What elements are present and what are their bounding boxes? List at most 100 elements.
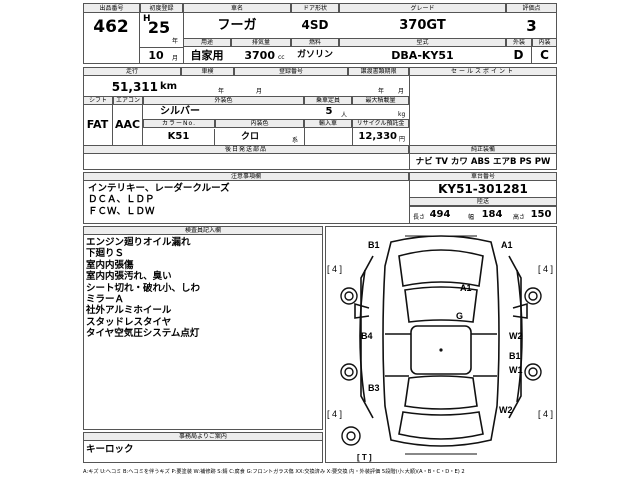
- mileage-value: 51,311: [111, 80, 158, 94]
- width-label: 幅: [468, 214, 475, 221]
- mark-b1-top-left: B1: [368, 240, 380, 250]
- fuel-label: 燃料: [291, 38, 339, 47]
- mark-w1-right: W1: [509, 365, 523, 375]
- grade-value: 370GT: [399, 18, 446, 33]
- width-value: 184: [481, 209, 503, 220]
- usage-value: 自家用: [190, 49, 224, 62]
- tyre-mark-front-right: [ 4 ]: [538, 264, 554, 274]
- office-frame: [83, 432, 323, 463]
- displacement-label: 排気量: [231, 38, 291, 47]
- lot-no-value: 462: [83, 13, 140, 64]
- max-load-unit: kg: [398, 111, 406, 118]
- import-label: 輸入車: [304, 119, 352, 128]
- mark-w2-bottom-right: W2: [499, 405, 513, 415]
- office-note: キーロック: [86, 444, 134, 455]
- int-color-value: クロ: [240, 132, 259, 142]
- equipment-value: ナビ TV カワ ABS エアB PS PW: [415, 157, 551, 167]
- inspection-item: 室内内張傷: [86, 259, 134, 271]
- sales-point-label: セールスポイント: [409, 67, 557, 76]
- height-label: 高さ: [513, 214, 526, 221]
- equipment-label: 純正装備: [409, 145, 557, 154]
- mark-a1-center: A1: [460, 283, 472, 293]
- shift-value: FAT: [83, 105, 113, 145]
- max-load-label: 最大積載量: [352, 96, 409, 105]
- car-name-value: フーガ: [217, 18, 257, 33]
- inspection-item: シート切れ・破れ小、しわ: [86, 282, 201, 294]
- inspection-label: 車検: [181, 67, 234, 76]
- interior-score: C: [540, 48, 549, 62]
- month-unit: 月: [172, 55, 179, 62]
- inspection-items: エンジン廻りオイル漏れ 下廻りＳ 室内内張傷 室内内張汚れ、臭い シート切れ・破…: [86, 237, 200, 340]
- tyre-mark-front-left: [ 4 ]: [327, 264, 343, 274]
- reg-no-label: 登録番号: [234, 67, 348, 76]
- int-color-label: 内装色: [215, 119, 304, 128]
- model-type-value: DBA-KY51: [391, 49, 454, 62]
- notices-list: インテリキー、レーダークルーズ ＤＣＡ、ＬＤＰ ＦＣＷ、ＬＤＷ: [88, 183, 230, 217]
- grade-label: グレード: [339, 3, 506, 13]
- inspection-month-unit: 月: [256, 88, 263, 95]
- inspection-item: 社外アルミホイール: [86, 305, 172, 317]
- mark-t-bottom: [ T ]: [357, 453, 372, 462]
- inspection-year-unit: 年: [218, 88, 225, 95]
- aircon-value: AAC: [113, 105, 143, 145]
- transfer-deadline-label: 譲渡書類期限: [348, 67, 409, 76]
- displacement-unit: cc: [278, 54, 285, 61]
- length-label: 長さ: [413, 214, 426, 221]
- interior-label: 内装: [532, 38, 557, 47]
- exterior-score: D: [506, 47, 532, 64]
- inspection-item: ミラーＡ: [86, 294, 125, 306]
- car-name-label: 車名: [183, 3, 291, 13]
- model-type-label: 型式: [339, 38, 506, 47]
- inspection-item: スタッドレスタイヤ: [86, 316, 172, 328]
- fuel-value: ガソリン: [296, 50, 333, 60]
- inspection-label: 検査員記入欄: [83, 226, 323, 235]
- int-color-unit: 系: [292, 137, 299, 144]
- notice-line: ＤＣＡ、ＬＤＰ: [88, 194, 155, 206]
- displacement-value: 3700: [244, 49, 275, 62]
- tyre-mark-rear-right: [ 4 ]: [538, 409, 554, 419]
- deadline-year-unit: 年: [378, 88, 385, 95]
- exterior-label: 外装: [506, 38, 532, 47]
- mileage-label: 走行: [83, 67, 181, 76]
- chassis-value: KY51-301281: [438, 182, 528, 196]
- capacity-label: 乗車定員: [304, 96, 352, 105]
- year-unit: 年: [172, 38, 179, 45]
- mark-a1-top-right: A1: [501, 240, 513, 250]
- mark-g-center: G: [456, 311, 464, 321]
- diagram-frame: [325, 226, 557, 463]
- inspection-item: 下廻りＳ: [86, 248, 125, 260]
- deadline-month-unit: 月: [398, 88, 405, 95]
- notices-label: 注意事項欄: [83, 172, 409, 181]
- aircon-label: エアコン: [113, 96, 143, 105]
- inspection-item: エンジン廻りオイル漏れ: [86, 237, 191, 248]
- inspection-item: タイヤ空気圧システム点灯: [86, 328, 200, 340]
- color-no-label: カラーNo.: [143, 119, 215, 128]
- notice-line: インテリキー、レーダークルーズ: [88, 183, 230, 194]
- office-note-text: キーロック: [86, 444, 134, 455]
- recycle-label: リサイクル預託金: [352, 119, 409, 128]
- capacity-value: 5: [325, 106, 333, 117]
- later-parts-label: 後日発送部品: [83, 145, 409, 154]
- ext-color-value: シルバー: [160, 106, 200, 117]
- era-value: H: [143, 14, 151, 24]
- car-diagram: [340, 235, 542, 455]
- mark-b4-left: B4: [361, 331, 373, 341]
- shift-label: シフト: [83, 96, 113, 105]
- door-value: 4SD: [301, 18, 329, 32]
- mark-b3-left: B3: [368, 383, 380, 393]
- color-no-value: K51: [143, 129, 215, 145]
- chassis-label: 車台番号: [409, 172, 557, 181]
- transport-label: 陸送: [409, 197, 557, 206]
- month-value: 10: [148, 49, 164, 62]
- height-value: 150: [530, 209, 552, 220]
- legend-text: A:キズ U:ヘコミ B:ヘコミを伴うキズ P:要塗装 W:補修跡 S:錆 C:…: [83, 469, 465, 475]
- ext-color-label: 外装色: [143, 96, 304, 105]
- first-reg-label: 初度登録: [140, 3, 183, 13]
- year-value: 25: [147, 18, 171, 37]
- inspection-item: 室内内張汚れ、臭い: [86, 271, 172, 283]
- recycle-unit: 円: [399, 136, 406, 143]
- recycle-value: 12,330: [358, 131, 397, 142]
- tyre-mark-rear-left: [ 4 ]: [327, 409, 343, 419]
- score-label: 評価点: [506, 3, 557, 13]
- lot-no-label: 出品番号: [83, 3, 140, 13]
